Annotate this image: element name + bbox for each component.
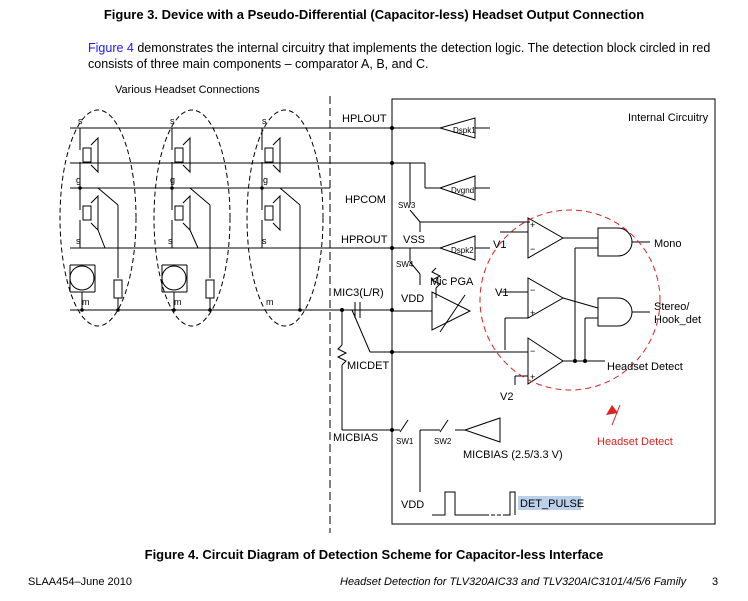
comparator-b <box>527 277 565 319</box>
figure-4-link[interactable]: Figure 4 <box>88 41 134 55</box>
headset-detect-red-label: Headset Detect <box>597 436 673 448</box>
headset-1-g: g <box>76 175 81 185</box>
headset-3-s-top: s <box>262 116 267 126</box>
headset-2-s-top: s <box>170 116 175 126</box>
pin-mic3: MIC3(L/R) <box>333 287 384 299</box>
hook-det-label: Hook_det <box>654 314 701 326</box>
comparator-a <box>527 217 565 259</box>
comparator-b-plus: + <box>530 308 535 318</box>
headset-3-s-bottom: s <box>262 236 267 246</box>
amp-dspk1-label: Dspk1 <box>453 126 476 135</box>
headset-detect-output-label: Headset Detect <box>607 361 683 373</box>
mono-label: Mono <box>654 238 682 250</box>
internal-circuitry-label: Internal Circuitry <box>628 112 709 124</box>
headset-1-s-bottom: s <box>76 236 81 246</box>
headset-3-m: m <box>266 297 274 307</box>
detection-circle <box>479 209 661 391</box>
comparator-b-minus: − <box>530 285 535 295</box>
amp-dspk2-label: Dspk2 <box>451 246 474 255</box>
det-pulse-label: DET_PULSE <box>520 498 584 510</box>
footer-page-number: 3 <box>712 576 719 588</box>
headset-1-m: m <box>82 297 90 307</box>
det-pulse-highlight <box>518 496 581 510</box>
intro-paragraph: Figure 4 demonstrates the internal circu… <box>88 40 728 72</box>
pin-micbias: MICBIAS <box>333 432 378 444</box>
headset-2-s-bottom: s <box>168 236 173 246</box>
headset-ellipse <box>153 109 231 327</box>
and-gate-mono <box>597 227 633 257</box>
amp-dvgnd-label: Dvgnd <box>451 186 474 195</box>
intro-text: demonstrates the internal circuitry that… <box>88 41 711 71</box>
footer-doc-id: SLAA454–June 2010 <box>28 576 132 588</box>
comparator-c-plus: + <box>530 372 535 382</box>
v2-label: V2 <box>500 391 513 403</box>
v1-label-a: V1 <box>493 239 506 251</box>
pin-micdet: MICDET <box>347 360 389 372</box>
comparator-c-minus: − <box>530 346 535 356</box>
comparator-a-plus: + <box>530 220 535 230</box>
pin-hpcom: HPCOM <box>345 194 386 206</box>
vdd-label-2: VDD <box>401 499 424 511</box>
vss-label: VSS <box>403 234 425 246</box>
pin-hprout: HPROUT <box>341 234 388 246</box>
micbias-voltage-label: MICBIAS (2.5/3.3 V) <box>463 449 563 461</box>
headset-2-m: m <box>174 297 182 307</box>
headset-1-s-top: s <box>78 116 83 126</box>
v1-label-b: V1 <box>495 287 508 299</box>
figure-4-caption: Figure 4. Circuit Diagram of Detection S… <box>144 547 604 562</box>
and-gate-stereo <box>597 297 633 327</box>
mic-pga-label: Mic PGA <box>430 276 474 288</box>
figure-3-caption: Figure 3. Device with a Pseudo-Different… <box>103 7 645 22</box>
headset-3-g: g <box>263 175 268 185</box>
switch-sw1: SW1 <box>396 437 414 446</box>
headset-ellipse <box>246 109 324 327</box>
vdd-label-1: VDD <box>401 293 424 305</box>
comparator-a-minus: − <box>530 244 535 254</box>
switch-sw4: SW4 <box>396 260 414 269</box>
headset-ellipse <box>59 109 137 327</box>
switch-sw3: SW3 <box>398 201 416 210</box>
various-headsets-label: Various Headset Connections <box>115 84 260 96</box>
circuit-diagram: Various Headset Connections Internal Cir… <box>59 84 716 533</box>
headset-2-g: g <box>170 175 175 185</box>
comparator-c <box>527 337 564 385</box>
pin-hplout: HPLOUT <box>342 113 387 125</box>
footer-doc-title: Headset Detection for TLV320AIC33 and TL… <box>340 576 687 588</box>
switch-sw2: SW2 <box>434 437 452 446</box>
mic-pga-amp <box>431 291 472 331</box>
stereo-label: Stereo/ <box>654 301 690 313</box>
